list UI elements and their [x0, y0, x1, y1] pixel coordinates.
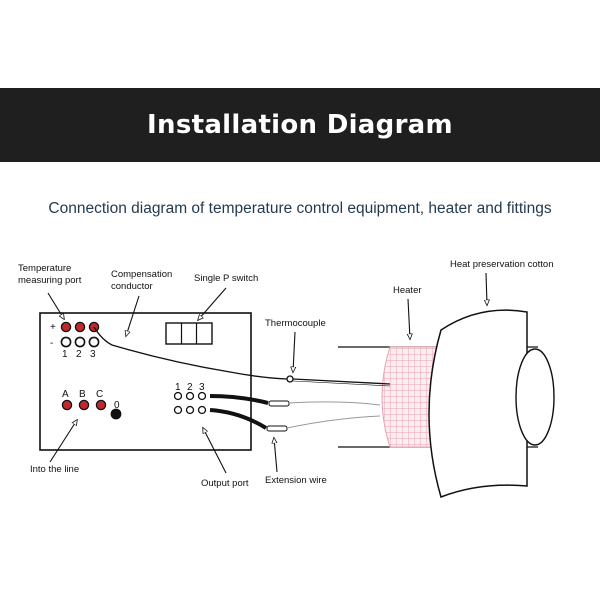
phase-b-terminal: [78, 399, 90, 411]
compensation-conductor: [93, 326, 288, 380]
arrow-thermocouple: [293, 331, 295, 372]
label-extension-wire: Extension wire: [265, 475, 327, 486]
phase-a-terminal: [61, 399, 73, 411]
label-single-p-switch: Single P switch: [194, 273, 258, 284]
port-number-3: 3: [90, 349, 96, 360]
output-terminal-bottom-1: [173, 405, 183, 415]
phase-c-terminal: [95, 399, 107, 411]
measuring-terminal-plus-1: [60, 321, 72, 333]
label-temperature-measuring-port-line2: measuring port: [18, 275, 82, 286]
heater-band: [381, 346, 441, 448]
title-banner: Installation Diagram: [0, 88, 600, 162]
arrow-output-port: [203, 428, 227, 474]
phase-c-label: C: [96, 389, 103, 400]
extension-wire-upper: [209, 394, 381, 407]
arrow-heat-preservation-cotton: [486, 272, 487, 305]
label-heat-preservation-cotton: Heat preservation cotton: [450, 259, 554, 270]
phase-b-label: B: [79, 389, 86, 400]
label-temperature-measuring-port-line1: Temperature: [18, 263, 71, 274]
port-number-2: 2: [76, 349, 82, 360]
arrow-measuring-port: [47, 292, 64, 319]
label-compensation-conductor-line2: conductor: [111, 281, 153, 292]
measuring-terminal-minus-2: [74, 336, 86, 348]
arrow-extension-wire: [274, 438, 277, 473]
output-number-3: 3: [199, 382, 205, 393]
output-terminal-bottom-2: [185, 405, 195, 415]
label-output-port: Output port: [201, 478, 249, 489]
controller-box: [39, 312, 252, 451]
output-number-1: 1: [175, 382, 181, 393]
plus-mark: +: [50, 322, 56, 333]
output-terminal-bottom-3: [197, 405, 207, 415]
thermocouple: [286, 375, 391, 387]
measuring-terminal-plus-2: [74, 321, 86, 333]
measuring-terminal-minus-1: [60, 336, 72, 348]
arrow-heater: [408, 298, 410, 339]
heat-preservation-cotton: [428, 309, 555, 498]
minus-mark: -: [50, 338, 53, 349]
output-number-2: 2: [187, 382, 193, 393]
single-p-switch: [165, 322, 213, 345]
output-terminal-top-3: [197, 391, 207, 401]
label-thermocouple: Thermocouple: [265, 318, 326, 329]
page-title: Installation Diagram: [147, 110, 453, 140]
measuring-terminal-minus-3: [88, 336, 100, 348]
neutral-label: 0: [114, 400, 120, 411]
extension-wire-lower: [209, 408, 381, 432]
output-terminal-top-1: [173, 391, 183, 401]
phase-a-label: A: [62, 389, 69, 400]
output-terminal-top-2: [185, 391, 195, 401]
label-heater: Heater: [393, 285, 422, 296]
neutral-terminal: [110, 408, 122, 420]
label-compensation-conductor-line1: Compensation: [111, 269, 172, 280]
arrow-into-the-line: [49, 420, 77, 463]
diagram-subtitle: Connection diagram of temperature contro…: [48, 200, 552, 217]
label-into-the-line: Into the line: [30, 464, 79, 475]
top-margin: [0, 0, 600, 88]
arrow-single-p-switch: [198, 287, 227, 320]
arrow-compensation-conductor: [126, 295, 140, 336]
port-number-1: 1: [62, 349, 68, 360]
